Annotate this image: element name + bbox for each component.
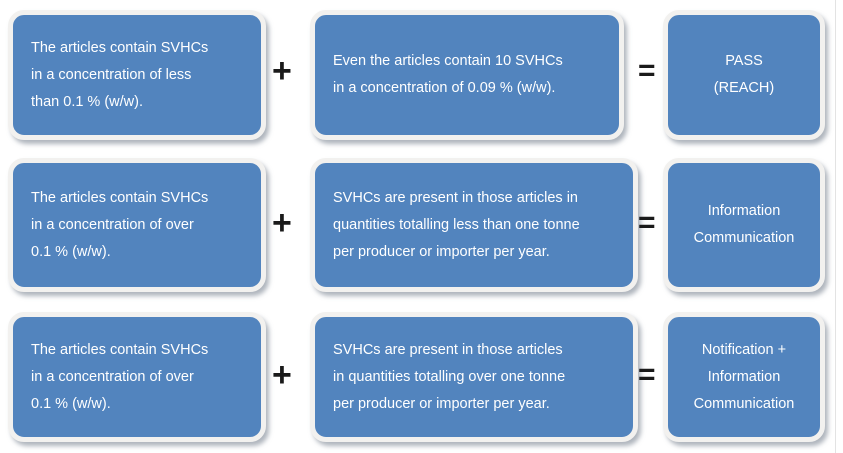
row-3-condition-line-3: 0.1 % (w/w). <box>31 395 111 412</box>
scenario-row-2: The articles contain SVHCs in a concentr… <box>0 156 843 292</box>
row-2-condition-line-3: 0.1 % (w/w). <box>31 243 111 260</box>
row-2-equals-operator-icon: = <box>638 206 656 239</box>
row-3-qualifier-line-3: per producer or importer per year. <box>333 395 550 412</box>
row-3-plus-operator-icon: + <box>272 356 292 394</box>
row-2-condition-box[interactable]: The articles contain SVHCs in a concentr… <box>8 158 266 292</box>
row-1-condition-line-3: than 0.1 % (w/w). <box>31 93 144 110</box>
row-2-qualifier-line-3: per producer or importer per year. <box>333 243 550 260</box>
row-2-condition-line-1: The articles contain SVHCs <box>31 189 209 206</box>
row-1-plus-operator-icon: + <box>272 52 292 90</box>
row-3-qualifier-box[interactable]: SVHCs are present in those articles in q… <box>310 312 638 442</box>
row-1-condition-box[interactable]: The articles contain SVHCs in a concentr… <box>8 10 266 140</box>
row-3-equals-operator-icon: = <box>638 358 656 391</box>
row-1-condition-line-1: The articles contain SVHCs <box>31 39 209 56</box>
row-3-outcome-line-3: Communication <box>693 395 795 412</box>
row-3-condition-line-2: in a concentration of over <box>31 368 194 385</box>
row-3-condition-box[interactable]: The articles contain SVHCs in a concentr… <box>8 312 266 442</box>
row-3-condition-line-1: The articles contain SVHCs <box>31 341 209 358</box>
scenario-row-3: The articles contain SVHCs in a concentr… <box>0 310 843 446</box>
row-1-outcome-line-2: (REACH) <box>713 80 775 96</box>
row-3-outcome-box[interactable]: Notification + Information Communication <box>663 312 825 442</box>
row-3-outcome-line-1: Notification + <box>701 341 787 358</box>
row-3-qualifier-line-2: in quantities totalling over one tonne <box>333 368 566 385</box>
row-2-qualifier-line-1: SVHCs are present in those articles in <box>333 189 578 206</box>
row-1-qualifier-box[interactable]: Even the articles contain 10 SVHCs in a … <box>310 10 624 140</box>
row-1-qualifier-line-2: in a concentration of 0.09 % (w/w). <box>333 80 556 96</box>
row-1-qualifier-line-1: Even the articles contain 10 SVHCs <box>333 53 563 69</box>
row-1-outcome-box[interactable]: PASS (REACH) <box>663 10 825 140</box>
row-1-outcome-line-1: PASS <box>725 53 763 69</box>
row-2-plus-operator-icon: + <box>272 204 292 242</box>
row-3-qualifier-line-1: SVHCs are present in those articles <box>333 341 563 358</box>
row-2-qualifier-box[interactable]: SVHCs are present in those articles in q… <box>310 158 638 292</box>
row-1-equals-operator-icon: = <box>638 54 656 87</box>
row-3-outcome-line-2: Information <box>707 368 781 385</box>
row-2-outcome-box[interactable]: Information Communication <box>663 158 825 292</box>
row-2-qualifier-line-2: quantities totalling less than one tonne <box>333 216 580 233</box>
row-2-outcome-line-1: Information <box>707 203 781 219</box>
row-2-condition-line-2: in a concentration of over <box>31 216 194 233</box>
scenario-row-1: The articles contain SVHCs in a concentr… <box>0 8 843 144</box>
slide-edge-guide <box>835 0 836 453</box>
row-2-outcome-line-2: Communication <box>693 230 795 246</box>
row-1-condition-line-2: in a concentration of less <box>31 66 192 83</box>
